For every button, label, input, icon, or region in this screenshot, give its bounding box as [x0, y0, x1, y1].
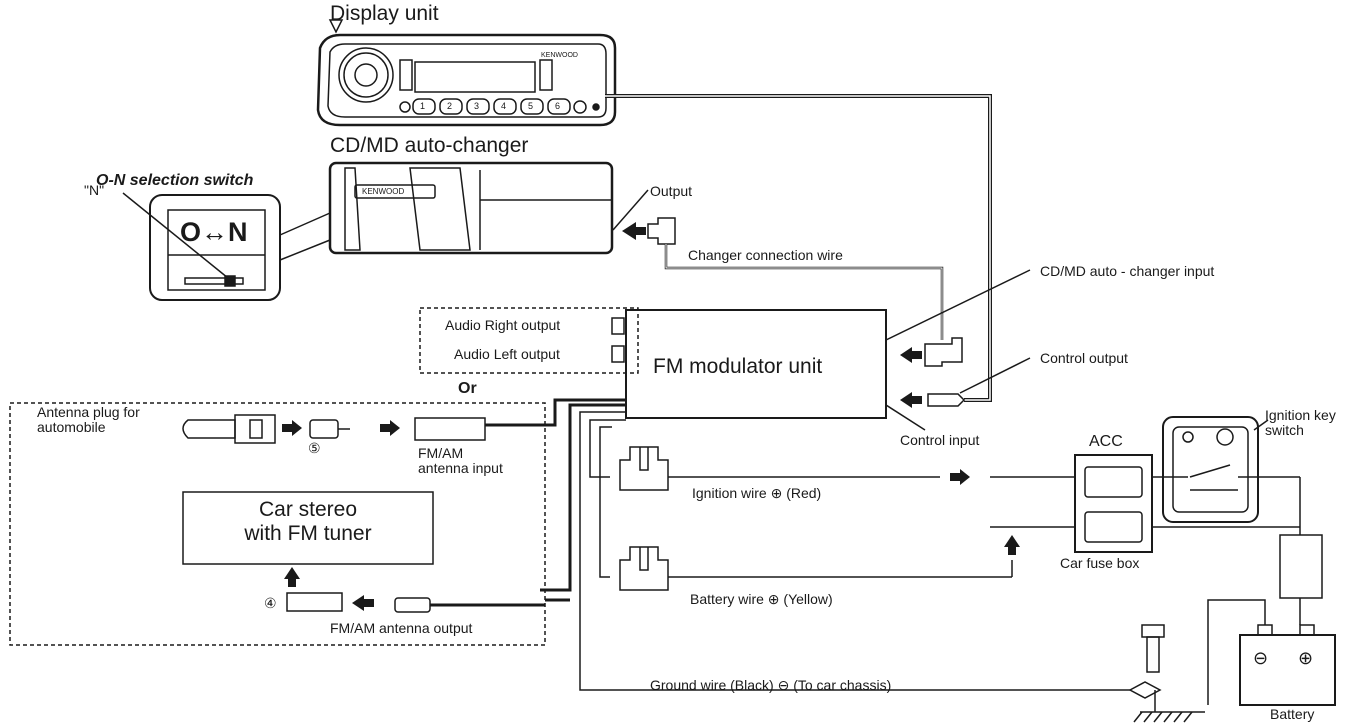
fm-modulator-unit — [625, 309, 887, 419]
ignition-wire-label: Ignition wire ⊕ (Red) — [692, 485, 822, 501]
preset-5: 5 — [528, 101, 534, 111]
changer-brand: KENWOOD — [362, 187, 405, 196]
audio-output-group — [419, 307, 639, 374]
head-unit-buttons — [399, 98, 600, 115]
antenna-input-jack — [414, 398, 626, 441]
battery-wire — [599, 426, 612, 578]
preset-4: 4 — [501, 101, 507, 111]
battery-plus: ⊕ — [1298, 648, 1314, 668]
battery-minus: ⊖ — [1253, 648, 1269, 668]
control-input-label: Control input — [900, 432, 980, 448]
battery-wire-label: Battery wire ⊕ (Yellow) — [690, 591, 833, 607]
display-unit-title: Display unit — [330, 2, 439, 25]
ignition-key-switch — [1152, 416, 1301, 528]
antenna-output-cable — [540, 403, 626, 592]
selection-switch-title: O-N selection switch — [96, 172, 254, 189]
antenna-group — [9, 402, 546, 646]
changer-connector — [647, 217, 963, 367]
ground-wire — [579, 411, 1130, 691]
control-cable — [605, 94, 992, 407]
antenna-plug-label: Antenna plug for automobile — [37, 404, 140, 435]
antenna-plug — [182, 414, 276, 444]
ground-wire-label: Ground wire (Black) ⊖ (To car chassis) — [650, 677, 892, 693]
changer-input-label: CD/MD auto - changer input — [1040, 263, 1215, 279]
fuse-holder-battery — [619, 546, 1013, 591]
changer-title: CD/MD auto-changer — [330, 134, 529, 157]
antenna-adapter-4 — [286, 592, 545, 613]
cd-md-changer — [328, 161, 614, 255]
preset-6: 6 — [555, 101, 561, 111]
step-5-label: ⑤ — [308, 440, 321, 456]
preset-3: 3 — [474, 101, 480, 111]
changer-wire-label: Changer connection wire — [688, 247, 843, 263]
step-4-label: ④ — [264, 595, 277, 611]
inline-fuse — [1279, 527, 1323, 625]
fuse-box-label: Car fuse box — [1060, 555, 1140, 571]
control-output-label: Control output — [1040, 350, 1128, 366]
switch-face-label: O↔N — [180, 217, 248, 247]
antenna-adapter-5 — [309, 419, 350, 439]
fuse-holder-ignition — [619, 446, 940, 491]
display-unit — [316, 19, 617, 127]
selection-switch-callout — [122, 192, 331, 301]
car-stereo-box — [182, 491, 434, 565]
output-label: Output — [650, 183, 693, 199]
car-stereo-label: Car stereo with FM tuner — [244, 498, 372, 545]
battery-label: Battery — [1270, 706, 1315, 722]
audio-right-label: Audio Right output — [445, 317, 561, 333]
acc-label: ACC — [1089, 433, 1123, 450]
switch-n-label: "N" — [84, 182, 105, 198]
display-brand: KENWOOD — [541, 52, 578, 59]
modulator-name: FM modulator unit — [653, 355, 823, 378]
chassis-ground — [1128, 624, 1205, 723]
preset-2: 2 — [447, 101, 453, 111]
car-fuse-box — [990, 454, 1153, 553]
battery — [1207, 599, 1336, 706]
antenna-output-label: FM/AM antenna output — [330, 620, 473, 636]
or-label: Or — [458, 380, 477, 397]
ignition-switch-label: Ignition key switch — [1265, 407, 1336, 438]
preset-1: 1 — [420, 101, 426, 111]
audio-left-label: Audio Left output — [454, 346, 560, 362]
antenna-input-label: FM/AM antenna input — [418, 445, 503, 476]
